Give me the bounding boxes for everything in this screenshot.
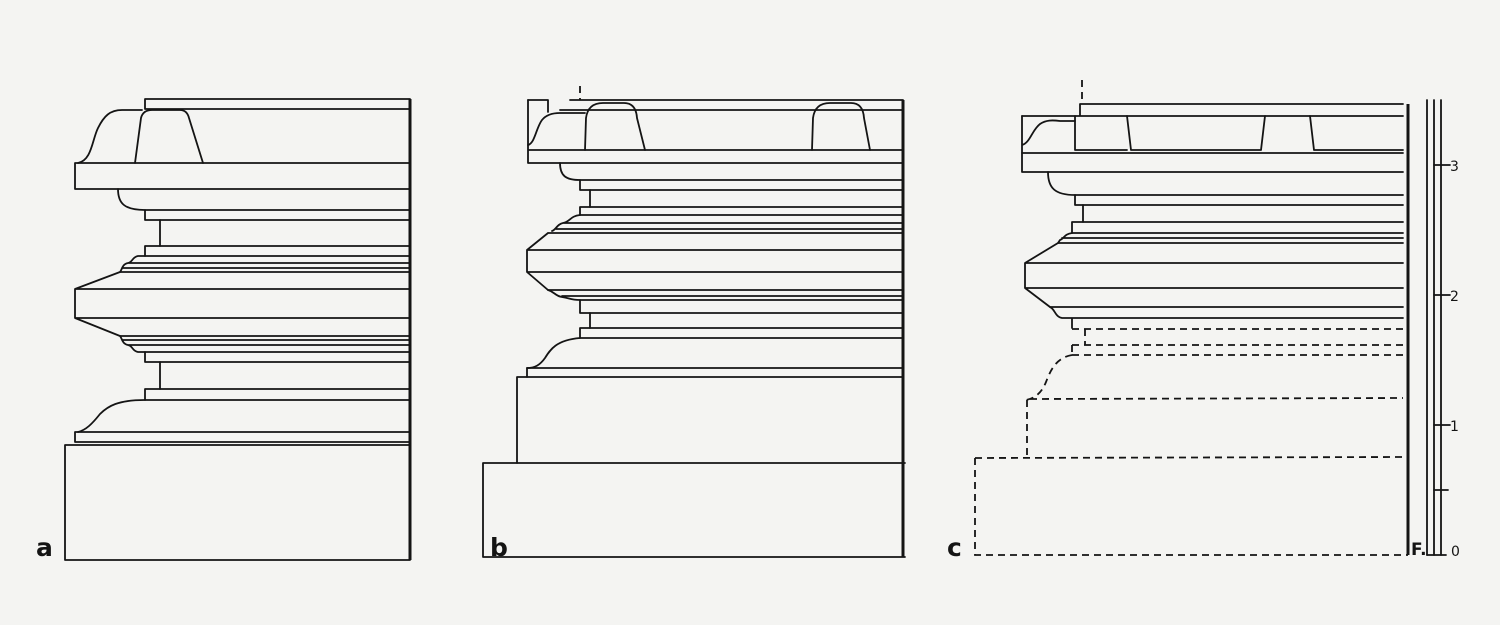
upper-band-2 [1071,221,1404,234]
restored-die-block [1026,397,1404,458]
restored-base-block [974,456,1408,556]
scale-label-0: 0 [1451,544,1460,560]
scale-label-3: 3 [1450,159,1459,175]
modillion-block [134,109,204,164]
upper-cavetto [117,188,146,211]
block-edge [1074,115,1128,151]
crown-cyma [1021,115,1076,154]
base-block [64,444,411,561]
profile-c: c [947,80,1410,562]
corona-fascia [1021,152,1404,173]
upper-bead [119,255,411,273]
base-ogee [526,337,581,369]
upper-cavetto [1047,171,1076,196]
top-band [1021,103,1404,117]
upper-band-2 [144,245,411,257]
profile-a: a [36,98,412,562]
crown-cyma [77,109,143,164]
lower-bead [547,289,904,301]
recessed-panel [1309,115,1404,151]
upper-cavetto [559,162,581,181]
modillion-block [811,102,871,151]
die-block [516,376,904,464]
central-torus [526,232,904,291]
plinth-band [526,367,904,378]
restored-band-1 [1072,328,1403,345]
upper-bead [1057,232,1404,244]
central-torus [74,271,411,337]
base-ogee [77,399,146,433]
lower-bead [119,335,411,353]
upper-band-1 [1074,194,1404,206]
scale-rails [1426,99,1442,556]
upper-band-2 [579,206,904,216]
scale-label-2: 2 [1450,289,1459,305]
lower-band-1 [579,299,904,314]
plinth-band [74,431,411,443]
upper-band-1 [144,209,411,221]
scale-bar: 3 2 1 0 F. [1411,99,1460,560]
crown-cyma [527,99,586,146]
recessed-panel [1126,115,1266,151]
lower-band-2 [579,327,904,339]
restored-ogee [1025,354,1073,401]
lower-band-2 [144,388,411,401]
panel-label-a: a [36,533,53,562]
corona-fascia [74,162,411,190]
drawing-mark: F. [1411,540,1427,560]
scale-label-1: 1 [1450,419,1459,435]
upper-band-1 [579,179,904,191]
top-band [144,98,411,110]
lower-band-1 [144,351,411,363]
panel-label-c: c [947,533,962,562]
central-torus [1024,242,1404,308]
base-block [482,462,906,558]
panel-label-b: b [490,533,508,562]
lower-bead [1049,306,1404,329]
profile-b: b [482,86,906,562]
corona-fascia [527,99,904,164]
top-band [559,99,904,111]
restored-band-2 [1071,344,1403,356]
upper-bead [551,214,904,232]
scale-ticks [1426,164,1451,556]
modillion-block [584,102,646,151]
